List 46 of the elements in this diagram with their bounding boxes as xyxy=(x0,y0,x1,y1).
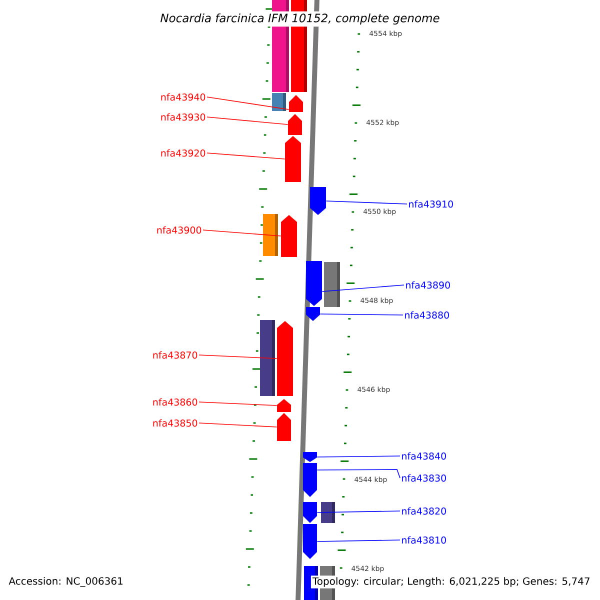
gene-box xyxy=(324,262,340,307)
leader-line xyxy=(206,116,288,125)
gene-label: nfa43850 xyxy=(153,419,198,427)
gene-label: nfa43930 xyxy=(161,113,206,121)
accession-label: Accession: NC_006361 xyxy=(7,576,125,588)
leader-line xyxy=(198,354,278,359)
gene-marker xyxy=(306,307,320,321)
gene-label: nfa43940 xyxy=(161,93,206,101)
leader-line xyxy=(198,422,278,428)
gene-box xyxy=(272,93,286,111)
leader-line xyxy=(316,510,400,513)
leader-line xyxy=(316,456,400,458)
leader-line xyxy=(198,402,278,406)
gene-label: nfa43870 xyxy=(153,351,198,359)
gene-label: nfa43820 xyxy=(402,507,446,515)
title: Nocardia farcinica IFM 10152, complete genome xyxy=(158,11,442,27)
gene-label: nfa43920 xyxy=(161,149,206,157)
leader-line xyxy=(316,540,400,542)
gene-label: nfa43830 xyxy=(402,474,446,482)
gene-marker xyxy=(288,114,302,135)
gene-marker xyxy=(277,399,291,412)
gene-marker xyxy=(310,187,326,215)
leader-line xyxy=(322,284,404,292)
leader-line xyxy=(206,152,286,160)
genome-info: Topology: circular; Length: 6,021,225 bp; Genes: 5,747 xyxy=(310,576,592,588)
gene-label: nfa43860 xyxy=(153,398,198,406)
gene-marker xyxy=(303,524,317,559)
leader-line xyxy=(326,200,408,204)
gene-box xyxy=(260,320,275,396)
gene-marker xyxy=(303,452,317,462)
leader-line xyxy=(316,469,400,478)
gene-label: nfa43900 xyxy=(157,226,202,234)
gene-marker xyxy=(289,95,303,112)
gene-marker xyxy=(277,321,293,396)
gene-marker xyxy=(303,502,317,523)
gene-box xyxy=(321,502,335,523)
gene-marker xyxy=(281,215,297,257)
gene-label: nfa43840 xyxy=(402,452,446,460)
leader-line xyxy=(320,314,404,316)
leader-line xyxy=(202,230,282,236)
leader-line xyxy=(206,96,290,110)
gene-label: nfa43810 xyxy=(402,536,446,544)
gene-label: nfa43890 xyxy=(406,281,450,289)
gene-label: nfa43910 xyxy=(409,200,453,208)
gene-box xyxy=(263,214,278,256)
gene-label: nfa43880 xyxy=(405,311,449,319)
